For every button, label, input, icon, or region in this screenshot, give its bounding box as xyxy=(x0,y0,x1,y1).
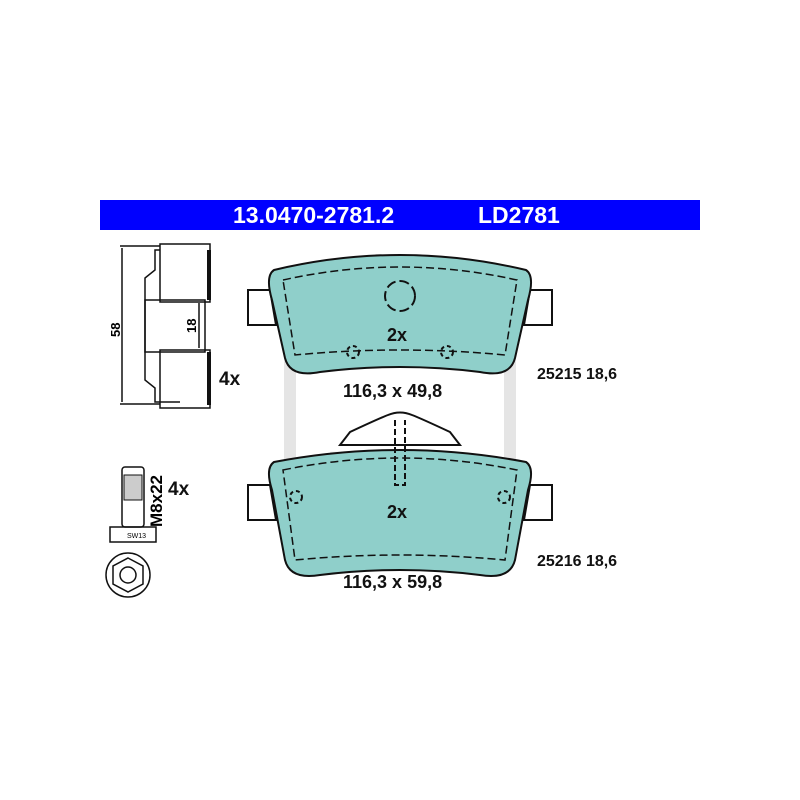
pad-upper-reference: 25215 18,6 xyxy=(537,366,618,383)
part-number: 13.0470-2781.2 xyxy=(233,202,395,228)
brake-pad-lower xyxy=(247,411,553,577)
clip-height-dimension: 58 xyxy=(108,323,123,337)
pad-lower-quantity: 2x xyxy=(387,502,408,522)
brake-pad-upper xyxy=(247,254,553,375)
bolt-quantity: 4x xyxy=(168,479,190,500)
spring-clip xyxy=(120,243,211,409)
title-bar: 13.0470-2781.2 LD2781 xyxy=(100,200,700,230)
pad-upper-dimensions: 116,3 x 49,8 xyxy=(343,381,443,401)
wrench-size: SW13 xyxy=(127,533,146,540)
bolt xyxy=(105,466,157,598)
product-code: LD2781 xyxy=(478,202,560,228)
pad-upper-quantity: 2x xyxy=(387,325,408,345)
clip-gap-dimension: 18 xyxy=(184,319,199,333)
pad-lower-dimensions: 116,3 x 59,8 xyxy=(343,572,443,592)
clip-quantity: 4x xyxy=(219,369,241,390)
bolt-thread-size: M8x22 xyxy=(147,475,166,527)
pad-lower-reference: 25216 18,6 xyxy=(537,553,618,570)
